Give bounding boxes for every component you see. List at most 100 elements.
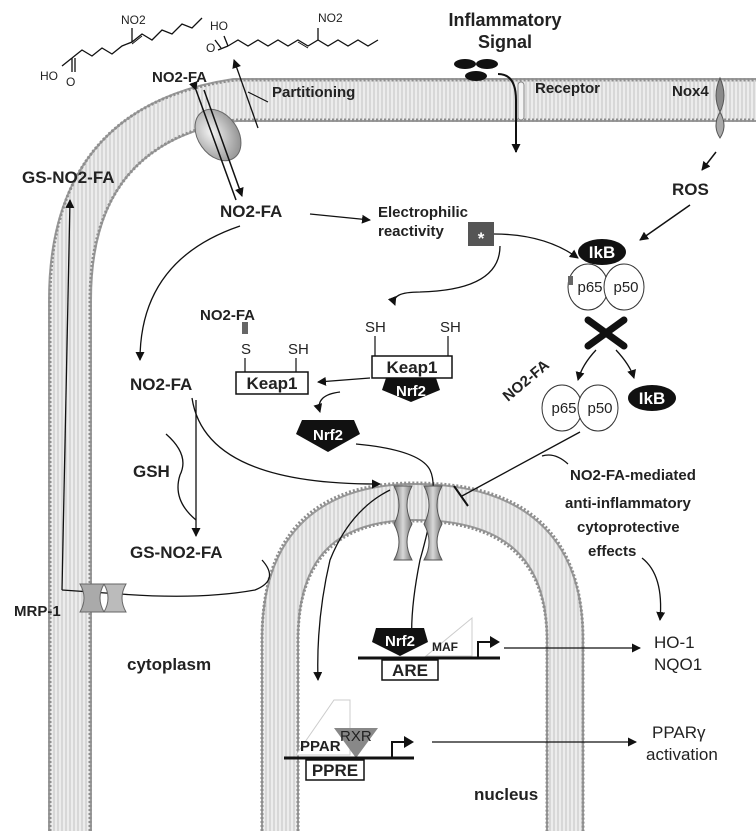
- cytoplasm-label: cytoplasm: [127, 655, 211, 674]
- inflammatory-signal-line2: Signal: [478, 32, 532, 52]
- p50-label-modified: p50: [587, 400, 612, 417]
- partitioning-arrow: [232, 59, 259, 129]
- nfkb-complex: IkB p65 p50: [567, 239, 645, 311]
- mrp1-shape: [79, 583, 105, 613]
- ligand-shape: [454, 59, 476, 69]
- maf-label: MAF: [432, 640, 458, 654]
- p65-label-modified: p65: [551, 400, 576, 417]
- electrophile-to-nfkb-arrow: [493, 233, 579, 259]
- mrp1-label: MRP-1: [14, 603, 61, 620]
- ros-label: ROS: [672, 180, 709, 199]
- no2-fa-outside-label: NO2-FA: [152, 69, 207, 86]
- effects-arrow: [641, 557, 666, 621]
- ppre-label: PPRE: [312, 761, 358, 780]
- rxr-label: RXR: [340, 728, 372, 745]
- o-label-structure-1: O: [66, 75, 75, 89]
- fa-transporter-shape: [194, 108, 242, 162]
- ros-to-ikb-arrow: [639, 204, 691, 241]
- ppar-activation-label: activation: [646, 745, 718, 764]
- nitro-fatty-acid-structure-2: [214, 28, 379, 51]
- receptor-shape: [517, 81, 525, 121]
- keap1-modification-arrow: [317, 376, 371, 386]
- free-ikb-shape: [628, 385, 676, 411]
- effects-bracket-line: [541, 454, 569, 465]
- nox4-shape: [715, 110, 725, 139]
- svg-text:*: *: [478, 229, 485, 248]
- to-electrophilic-arrow: [309, 213, 371, 224]
- partitioning-label: Partitioning: [272, 84, 355, 101]
- partitioning-line: [247, 91, 269, 103]
- receptor-label: Receptor: [535, 80, 600, 97]
- nucleus-label: nucleus: [474, 785, 538, 804]
- nucleus-nrf2-shape: [372, 628, 428, 656]
- nuclear-pore-shape: [423, 485, 443, 561]
- gs-no2-fa-label: GS-NO2-FA: [130, 543, 223, 562]
- electrophile-to-keap1-arrow: [387, 245, 501, 306]
- gs-no2-fa-outside-label: GS-NO2-FA: [22, 168, 115, 187]
- plasma-membrane: [48, 78, 756, 831]
- nuclear-pore-shape: [393, 485, 413, 561]
- no2-fa-to-ppar-arrow: [313, 489, 391, 681]
- effects-line4: effects: [588, 543, 636, 560]
- free-ikb-label: IkB: [639, 389, 665, 408]
- ppar-label: PPAR: [300, 738, 341, 755]
- inflammatory-signal-line1: Inflammatory: [448, 10, 561, 30]
- mrp1-shape: [103, 583, 127, 613]
- ikb-release-arrow: [615, 349, 636, 379]
- ho-label-structure-1: HO: [40, 69, 58, 83]
- modified-keap1-box: [235, 371, 309, 395]
- no2-fa-keap1-label: NO2-FA: [200, 307, 255, 324]
- nfkb-release-arrow: [575, 349, 597, 381]
- nrf2-bound-shape: [382, 378, 440, 402]
- ligand-shape: [476, 59, 498, 69]
- effects-line2: anti-inflammatory: [565, 495, 692, 512]
- nucleus-nrf2-label: Nrf2: [385, 633, 415, 650]
- effects-line1: NO2-FA-mediated: [570, 467, 696, 484]
- electrophilic-label-line2: reactivity: [378, 223, 445, 240]
- p50-label: p50: [613, 279, 638, 296]
- ho1-label: HO-1: [654, 633, 695, 652]
- are-box: [381, 659, 439, 681]
- p50-shape-modified: [577, 384, 619, 432]
- oh-label-structure-2: HO: [210, 19, 228, 33]
- nqo1-label: NQO1: [654, 655, 702, 674]
- inhibition-bar: [453, 485, 469, 507]
- ligand-shape: [465, 71, 487, 81]
- no2-fa-to-nucleus-arrow: [191, 397, 381, 489]
- transport-arrow-in: [203, 89, 244, 197]
- gsh-input-line: [165, 433, 197, 521]
- inhibition-line: [461, 431, 581, 497]
- effects-line3: cytoprotective: [577, 519, 680, 536]
- keap1-label: Keap1: [386, 358, 437, 377]
- sh-label-1: SH: [365, 319, 386, 336]
- gs-export-line: [61, 559, 271, 597]
- nrf2-bound-label: Nrf2: [396, 383, 426, 400]
- no2-fa-free-label: NO2-FA: [130, 375, 192, 394]
- nrf2-nuclear-import-arrow: [355, 443, 434, 643]
- free-nrf2-label: Nrf2: [313, 427, 343, 444]
- o-label-structure-2: O: [206, 41, 215, 55]
- ikb-label: IkB: [589, 243, 615, 262]
- are-label: ARE: [392, 661, 428, 680]
- nitro-fatty-acid-structure-1: [61, 17, 203, 72]
- efflux-arrow: [61, 199, 75, 591]
- electrophile-star-icon: [468, 222, 494, 246]
- no2-fa-cytoplasm-label: NO2-FA: [220, 202, 282, 221]
- p65-label: p65: [577, 279, 602, 296]
- nox4-to-ros-arrow: [701, 151, 717, 171]
- free-nrf2-shape: [296, 420, 360, 452]
- electrophilic-label-line1: Electrophilic: [378, 204, 468, 221]
- receptor-signal-arrow: [497, 73, 521, 153]
- ppar-gamma-label: PPARγ: [652, 723, 706, 742]
- transport-arrow-out: [189, 80, 237, 201]
- rxr-shape: [334, 728, 378, 758]
- modified-keap1-label: Keap1: [246, 374, 297, 393]
- block-x-icon: [584, 316, 628, 350]
- ppar-shape: [295, 699, 351, 756]
- gsh-label: GSH: [133, 462, 170, 481]
- ikb-shape: [578, 239, 626, 265]
- maf-shape: [424, 616, 473, 657]
- p50-shape: [603, 263, 645, 311]
